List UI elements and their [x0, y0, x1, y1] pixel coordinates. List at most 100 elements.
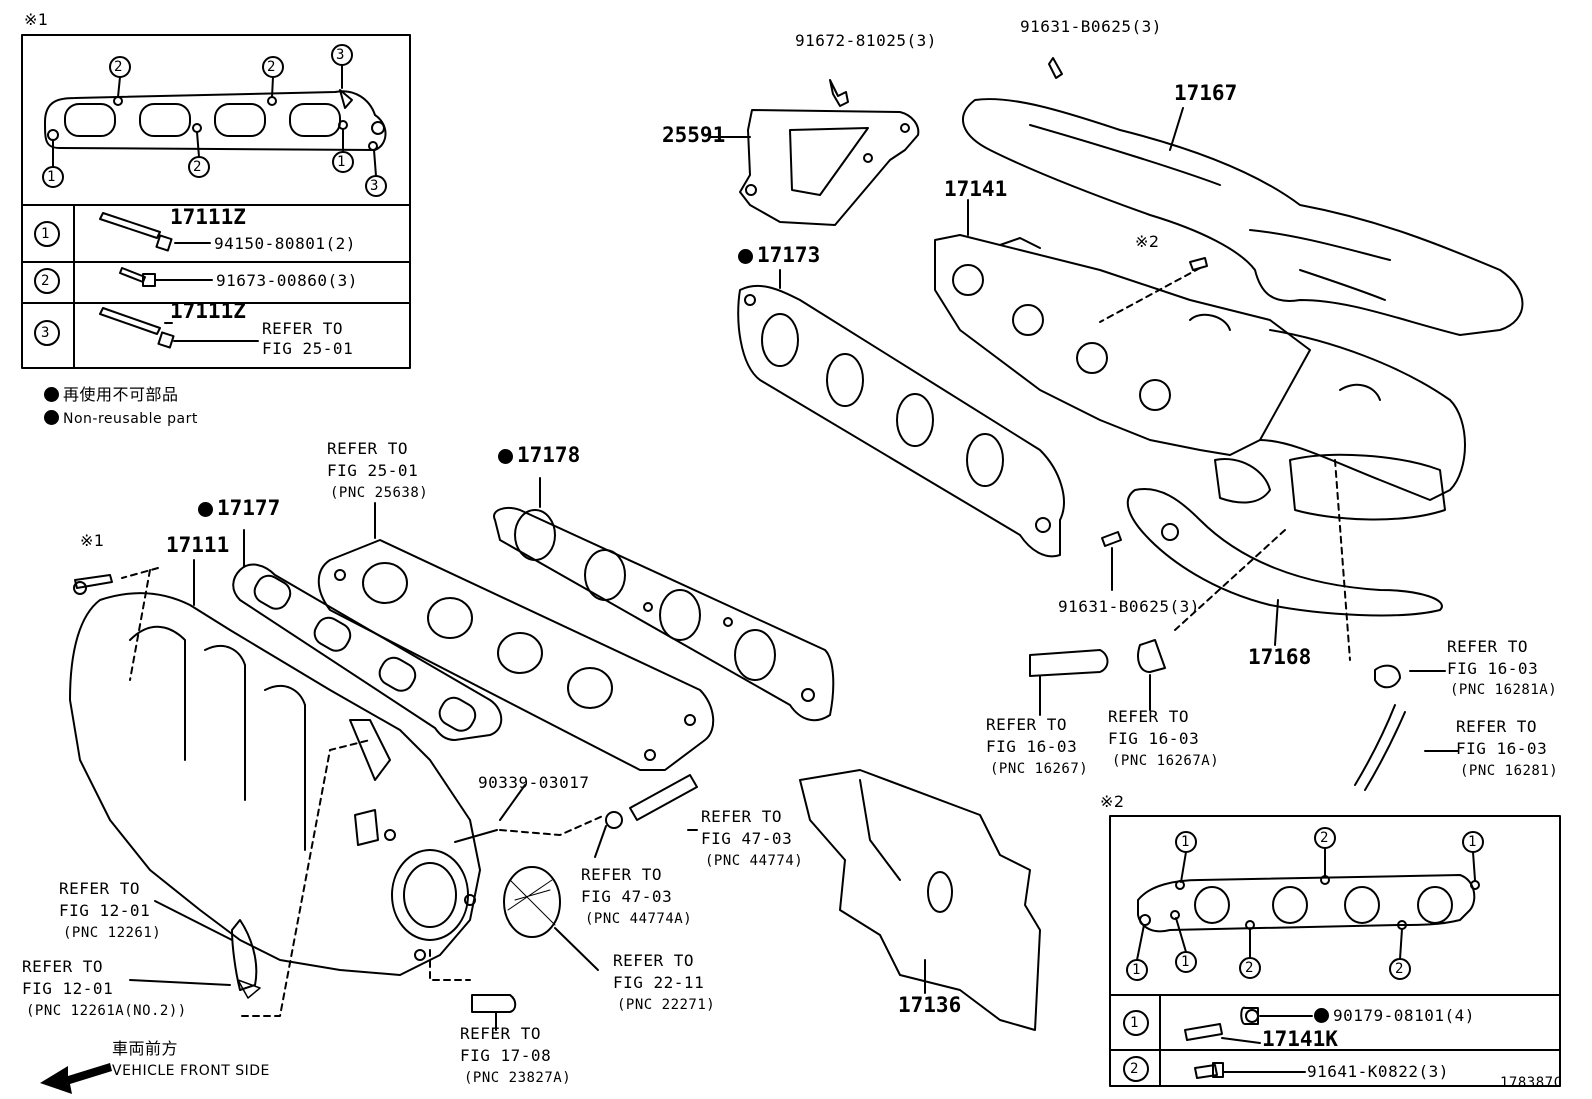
- ref-25638-a: REFER TO: [327, 439, 409, 458]
- bolt-91631-middle-icon: [1101, 531, 1122, 547]
- exhaust-manifold-17141: [934, 199, 1466, 521]
- ref-23827a-c: (PNC 23827A): [464, 1070, 572, 1086]
- ref-22271-b[interactable]: FIG 22-11: [613, 973, 705, 992]
- part-17111z-a[interactable]: 17111Z: [170, 205, 246, 229]
- gasket-17178: [493, 477, 835, 722]
- inset2-row-key-1: 1: [1130, 1015, 1139, 1031]
- non-reusable-dot-icon: [44, 410, 59, 425]
- part-90179-08101[interactable]: 90179-08101(4): [1314, 1007, 1475, 1025]
- heat-insulator-17168: [1126, 488, 1443, 646]
- part-94150-80801[interactable]: 94150-80801(2): [214, 234, 356, 253]
- ref-23827a-a: REFER TO: [460, 1024, 542, 1043]
- ref-16267a-b[interactable]: FIG 16-03: [1108, 729, 1200, 748]
- note-mark-2-b: ※2: [1100, 792, 1125, 811]
- part-17168[interactable]: 17168: [1248, 645, 1312, 669]
- inset-2-gasket: [1123, 827, 1484, 1082]
- part-17141[interactable]: 17141: [944, 177, 1008, 201]
- inset2-callout-1-c: 1: [1132, 962, 1141, 978]
- non-reusable-dot-icon: [44, 387, 59, 402]
- ref-12261a-b[interactable]: FIG 12-01: [22, 979, 114, 998]
- flange-25638: [317, 502, 715, 771]
- ref-16267-b[interactable]: FIG 16-03: [986, 737, 1078, 756]
- ref-12261-b[interactable]: FIG 12-01: [59, 901, 151, 920]
- callout-2-c: 2: [193, 159, 202, 175]
- inset2-callout-1-b: 1: [1468, 834, 1477, 850]
- heat-insulator-17136: [799, 769, 1041, 1031]
- ref-44774-a: REFER TO: [701, 807, 783, 826]
- non-reusable-dot-icon: [498, 449, 513, 464]
- inset-1-frame: [21, 34, 411, 369]
- part-91641-k0822[interactable]: 91641-K0822(3): [1307, 1062, 1449, 1081]
- row-key-3: 3: [41, 325, 50, 341]
- non-reusable-dot-icon: [198, 502, 213, 517]
- ref-16281-c: (PNC 16281): [1460, 763, 1559, 779]
- part-90339-03017[interactable]: 90339-03017: [478, 773, 590, 792]
- ref-12261-a: REFER TO: [59, 879, 141, 898]
- heat-insulator-25591: [709, 79, 920, 226]
- ref-16267a-a: REFER TO: [1108, 707, 1190, 726]
- callout-1-a: 1: [47, 169, 56, 185]
- part-17136[interactable]: 17136: [898, 993, 962, 1017]
- ref-25-01-line1: REFER TO: [262, 319, 344, 338]
- part-17167[interactable]: 17167: [1174, 81, 1238, 105]
- part-17178[interactable]: 17178: [498, 445, 580, 466]
- inset2-row-key-2: 2: [1130, 1061, 1139, 1077]
- inset-2-frame: [1109, 815, 1561, 1087]
- inset2-callout-2-a: 2: [1320, 830, 1329, 846]
- ref-23827a-b[interactable]: FIG 17-08: [460, 1046, 552, 1065]
- misc-small-parts: [129, 774, 698, 1031]
- inset-2-fasteners: [1184, 1006, 1313, 1079]
- part-17111[interactable]: 17111: [166, 533, 230, 557]
- ref-22271-c: (PNC 22271): [617, 997, 716, 1013]
- ref-44774a-b[interactable]: FIG 47-03: [581, 887, 673, 906]
- callout-3-a: 3: [336, 47, 345, 63]
- ref-25638-c: (PNC 25638): [330, 485, 429, 501]
- ref-16281a-c: (PNC 16281A): [1450, 682, 1558, 698]
- non-reusable-dot-icon: [1314, 1008, 1329, 1023]
- inset2-callout-1-d: 1: [1181, 954, 1190, 970]
- gasket-17173: [737, 269, 1065, 558]
- intake-manifold-17111: [69, 559, 606, 1017]
- hoses-right: [1029, 639, 1459, 791]
- part-17111z-b[interactable]: 17111Z: [170, 299, 246, 323]
- ref-16267-c: (PNC 16267): [990, 761, 1089, 777]
- heat-insulator-17167: [962, 57, 1524, 336]
- callout-2-b: 2: [267, 59, 276, 75]
- ref-25-01-line2[interactable]: FIG 25-01: [262, 339, 354, 358]
- vehicle-front-jp: 車両前方: [112, 1039, 179, 1058]
- note-mark-1-b: ※1: [80, 531, 105, 550]
- part-17173[interactable]: 17173: [738, 245, 820, 266]
- inset2-callout-1-a: 1: [1181, 834, 1190, 850]
- part-91673-00860[interactable]: 91673-00860(3): [216, 271, 358, 290]
- inset2-callout-2-b: 2: [1245, 960, 1254, 976]
- inset2-callout-2-c: 2: [1395, 961, 1404, 977]
- ref-16267a-c: (PNC 16267A): [1112, 753, 1220, 769]
- ref-16281a-b[interactable]: FIG 16-03: [1447, 659, 1539, 678]
- ref-44774-b[interactable]: FIG 47-03: [701, 829, 793, 848]
- row-key-1: 1: [41, 226, 50, 242]
- ref-16281-b[interactable]: FIG 16-03: [1456, 739, 1548, 758]
- ref-22271-a: REFER TO: [613, 951, 695, 970]
- non-reusable-dot-icon: [738, 249, 753, 264]
- ref-12261a-c: (PNC 12261A(NO.2)): [26, 1003, 187, 1019]
- part-17177[interactable]: 17177: [198, 498, 280, 519]
- part-17141k[interactable]: 17141K: [1262, 1027, 1338, 1051]
- note-mark-2-a: ※2: [1135, 232, 1160, 251]
- diagram-id: 178387C: [1500, 1075, 1563, 1091]
- vehicle-front-arrow-icon: [40, 1063, 112, 1094]
- inset-1-gasket: [34, 44, 387, 346]
- part-25591[interactable]: 25591: [662, 123, 726, 147]
- part-91631-b0625-top[interactable]: 91631-B0625(3): [1020, 17, 1162, 36]
- bolt-kome2-icon: [1189, 257, 1208, 271]
- ref-12261-c: (PNC 12261): [63, 925, 162, 941]
- ref-25638-b[interactable]: FIG 25-01: [327, 461, 419, 480]
- part-91672-81025[interactable]: 91672-81025(3): [795, 31, 937, 50]
- ref-16281a-a: REFER TO: [1447, 637, 1529, 656]
- ref-44774-c: (PNC 44774): [705, 853, 804, 869]
- part-91631-b0625-mid[interactable]: 91631-B0625(3): [1058, 597, 1200, 616]
- ref-44774a-a: REFER TO: [581, 865, 663, 884]
- callout-2-a: 2: [114, 59, 123, 75]
- ref-44774a-c: (PNC 44774A): [585, 911, 693, 927]
- ref-16281-a: REFER TO: [1456, 717, 1538, 736]
